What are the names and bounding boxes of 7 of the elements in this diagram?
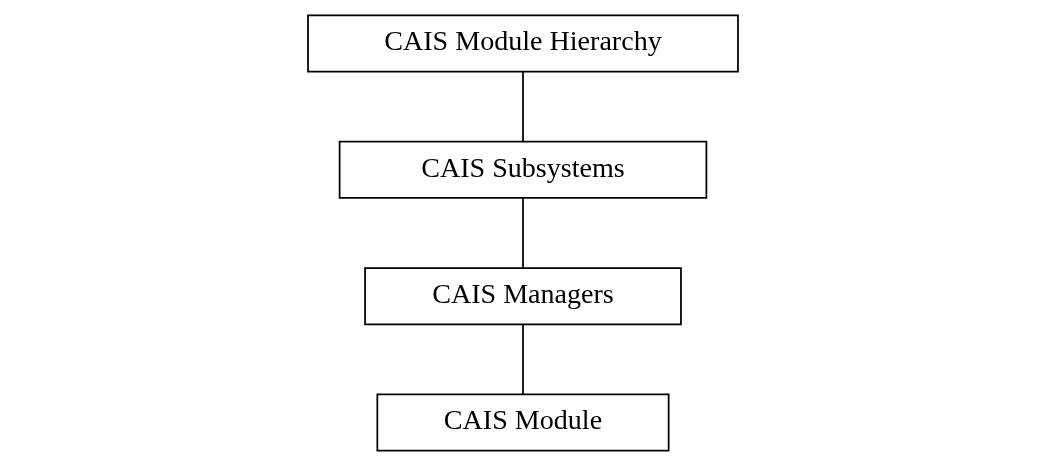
connector — [521, 71, 524, 143]
node-box: CAIS Module Hierarchy — [306, 14, 739, 73]
node-box: CAIS Managers — [363, 267, 682, 326]
node-box: CAIS Module — [375, 393, 670, 452]
connector — [521, 197, 524, 269]
connector — [521, 323, 524, 396]
node-box: CAIS Subsystems — [338, 140, 707, 199]
